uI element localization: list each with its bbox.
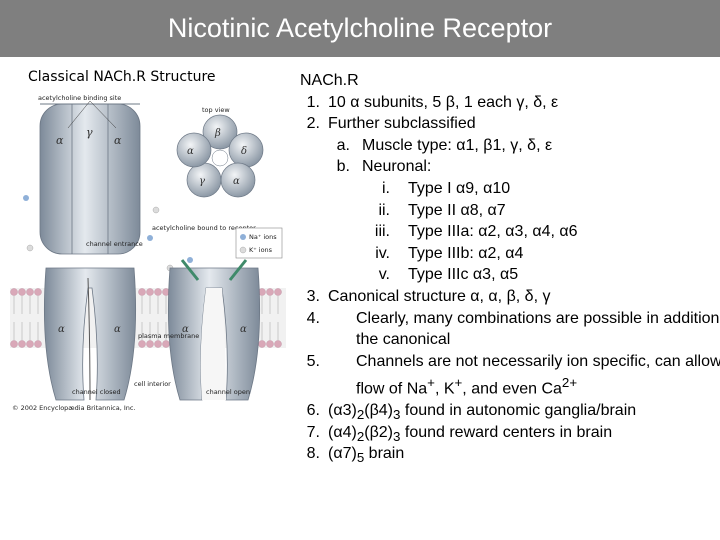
list-text: (α4)2(β2)3 found reward centers in brain xyxy=(328,423,613,445)
list-item: 8. (α7)5 brain xyxy=(300,443,710,465)
list-number: ii. xyxy=(378,201,390,219)
list-text: (α7)5 brain xyxy=(328,445,405,466)
list-number: iii. xyxy=(374,223,390,241)
list-item: b. Neuronal: xyxy=(300,156,710,178)
list-text: Muscle type: α1, β1, γ, δ, ε xyxy=(362,136,553,154)
list-number: a. xyxy=(336,136,350,154)
plasma-membrane-label: plasma membrane xyxy=(138,332,199,340)
notes-heading: NACh.R xyxy=(300,72,359,89)
list-text: Canonical structure α, α, β, δ, γ xyxy=(328,287,551,305)
alpha-label-4: α xyxy=(187,146,194,157)
figure-caption: Classical NACh.R Structure xyxy=(28,69,216,85)
receptor-top-view xyxy=(176,114,264,198)
list-item: iii. Type IIIa: α2, α3, α4, α6 xyxy=(300,221,710,243)
na-ions-label: Na⁺ ions xyxy=(249,233,277,241)
list-item: 5. Channels are not necessarily ion speci… xyxy=(300,351,720,401)
cell-interior-label: cell interior xyxy=(134,380,171,388)
list-number: 4. xyxy=(306,309,320,327)
list-item: ii. Type II α8, α7 xyxy=(300,200,710,222)
acetylcholine-bound-label: acetylcholine bound to receptor xyxy=(152,224,256,232)
channel-open-label: channel open xyxy=(206,388,250,396)
list-number: 5. xyxy=(306,352,320,370)
list-text: Type IIIb: α2, α4 xyxy=(408,244,524,262)
list-number: i. xyxy=(382,179,390,197)
list-text: (α3)2(β4)3 found in autonomic ganglia/br… xyxy=(328,402,637,423)
list-item: 3. Canonical structure α, α, β, δ, γ xyxy=(300,286,710,308)
channel-open-receptor xyxy=(167,259,261,401)
list-item: iv. Type IIIb: α2, α4 xyxy=(300,243,710,265)
list-number: 3. xyxy=(306,287,320,305)
receptor-diagram: acetylcholine binding site α γ α top vie… xyxy=(10,94,286,412)
ion-cluster-top xyxy=(23,195,193,272)
alpha-label-1: α xyxy=(56,134,64,147)
list-number: 2. xyxy=(306,115,320,133)
top-view-label: top view xyxy=(202,106,230,114)
list-number: iv. xyxy=(375,244,390,262)
alpha-label-6: α xyxy=(114,324,121,335)
list-number: b. xyxy=(336,158,350,176)
list-text: Further subclassified xyxy=(328,115,476,133)
list-item: a. Muscle type: α1, β1, γ, δ, ε xyxy=(300,135,710,157)
slide-title: Nicotinic Acetylcholine Receptor xyxy=(167,13,553,43)
list-text: Type I α9, α10 xyxy=(408,179,511,197)
list-text: Type IIIc α3, α5 xyxy=(408,266,519,284)
delta-label: δ xyxy=(241,146,247,157)
list-item: 1. 10 α subunits, 5 β, 1 each γ, δ, ε xyxy=(300,92,710,114)
k-ions-label: K⁺ ions xyxy=(249,246,273,254)
list-number: 8. xyxy=(306,445,320,463)
gamma-label-1: γ xyxy=(86,126,93,139)
list-text: Channels are not necessarily ion specifi… xyxy=(356,352,720,398)
list-text: Type II α8, α7 xyxy=(408,201,506,219)
alpha-label-8: α xyxy=(240,324,247,335)
list-text: Neuronal: xyxy=(362,158,432,176)
channel-closed-receptor xyxy=(43,267,137,401)
receptor-notes: NACh.R 1. 10 α subunits, 5 β, 1 each γ, δ… xyxy=(300,70,720,466)
ion-legend xyxy=(235,227,283,259)
list-number: v. xyxy=(378,266,390,284)
receptor-side-view xyxy=(39,103,141,255)
copyright-label: © 2002 Encyclopædia Britannica, Inc. xyxy=(12,404,136,412)
list-item: 6. (α3)2(β4)3 found in autonomic ganglia/… xyxy=(300,400,710,422)
alpha-label-5: α xyxy=(58,324,65,335)
list-item: i. Type I α9, α10 xyxy=(300,178,710,200)
binding-site-label: acetylcholine binding site xyxy=(38,94,121,102)
binding-site-pointer xyxy=(67,100,117,129)
list-number: 6. xyxy=(306,402,320,420)
list-number: 1. xyxy=(306,93,320,111)
alpha-label-7: α xyxy=(182,324,189,335)
list-item: 4. Clearly, many combinations are possibl… xyxy=(300,308,720,351)
gamma-label-2: γ xyxy=(199,176,205,187)
channel-entrance-label: channel entrance xyxy=(86,240,143,248)
beta-label: β xyxy=(214,128,221,139)
list-number: 7. xyxy=(306,423,320,441)
list-item: v. Type IIIc α3, α5 xyxy=(300,264,710,286)
list-text: Clearly, many combinations are possible … xyxy=(356,309,720,349)
channel-closed-label: channel closed xyxy=(72,388,121,396)
list-item: 2. Further subclassified xyxy=(300,113,710,135)
list-text: 10 α subunits, 5 β, 1 each γ, δ, ε xyxy=(328,93,559,111)
slide-title-bar: Nicotinic Acetylcholine Receptor xyxy=(0,0,720,57)
list-item: 7. (α4)2(β2)3 found reward centers in bra… xyxy=(300,422,710,444)
list-text: Type IIIa: α2, α3, α4, α6 xyxy=(408,223,578,241)
receptor-figure: acetylcholine binding site α γ α top vie… xyxy=(10,88,286,418)
alpha-label-2: α xyxy=(114,134,122,147)
alpha-label-3: α xyxy=(233,176,240,187)
